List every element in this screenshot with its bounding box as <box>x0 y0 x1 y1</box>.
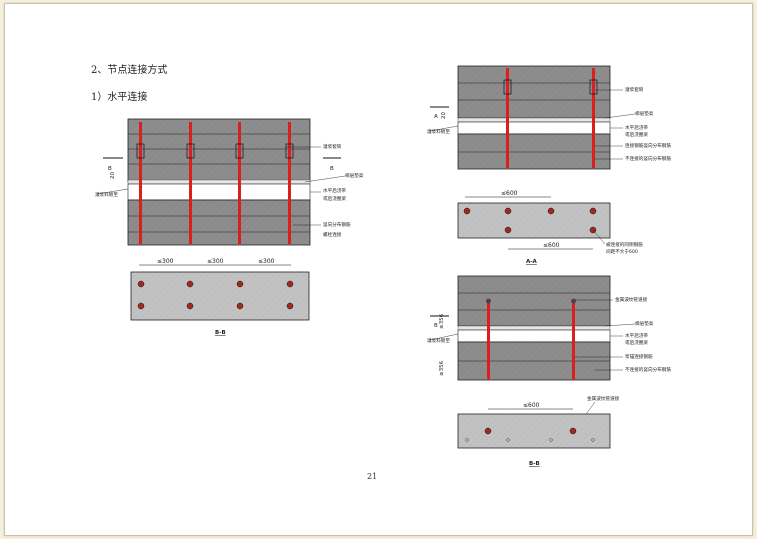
callout-seat: 梯层垫高 <box>635 110 654 117</box>
callout-rebar-1: 连接钢筋竖向分布钢筋 <box>625 142 671 149</box>
rebar <box>592 68 595 168</box>
rebar <box>572 300 575 380</box>
right-top-elevation-drawing: A 20 灌浆套筒 梯层垫高 灌浆料镀至 水平后浇带 或后浇圈梁 连接钢筋竖向分… <box>427 65 671 265</box>
section-title-bb: B-B <box>215 330 226 336</box>
callout-bolt: 螺栓连接 <box>323 231 342 238</box>
dim-20: 20 <box>441 112 447 119</box>
section-title-aa: A-A <box>526 259 538 265</box>
section-mark-right: B <box>330 166 334 172</box>
callout-duct: 金属波纹管道接 <box>615 296 648 303</box>
section-mark: A <box>434 114 438 120</box>
callout-sleeve: 灌浆套筒 <box>625 86 644 93</box>
dim-upper: ≥356 <box>439 313 445 329</box>
page-number: 21 <box>367 472 378 481</box>
callout-joint-2: 或后浇圈梁 <box>323 195 346 202</box>
document-page: 2、节点连接方式 1）水平连接 <box>4 3 753 536</box>
callout-joint-1: 水平后浇带 <box>323 187 346 194</box>
callout-joint-1: 水平后浇带 <box>625 124 648 131</box>
callout-joint-2: 或后浇圈梁 <box>625 339 648 346</box>
callout-rebar-1: 浆锚连接钢筋 <box>625 353 653 360</box>
callout-grout-tube: 灌浆料镀至 <box>95 191 118 198</box>
spacing-label: ≤600 <box>523 402 540 409</box>
spacing-label: ≤300 <box>258 258 275 265</box>
spacing-label: ≤600 <box>501 190 518 197</box>
callout-rebar-2: 不连接的竖向分布钢筋 <box>625 366 671 373</box>
callout-grout-tube: 灌浆料镀至 <box>427 128 450 135</box>
spacing-label: ≤300 <box>157 258 174 265</box>
rebar <box>238 122 241 244</box>
callout-sleeve: 灌浆套筒 <box>323 143 342 150</box>
section-title-bb: B-B <box>529 461 540 467</box>
rebar <box>487 300 490 380</box>
subsection-title: 1）水平连接 <box>91 92 148 103</box>
callout-plan-1: 被连接的同侧钢筋 <box>606 241 643 248</box>
section-mark: B <box>108 166 112 172</box>
callout-joint-1: 水平后浇带 <box>625 332 648 339</box>
callout-rebar: 竖向分布钢筋 <box>323 221 351 228</box>
callout-plan-2: 间距不大于600 <box>606 248 638 255</box>
section-title: 2、节点连接方式 <box>91 65 168 76</box>
dim-20: 20 <box>110 172 116 179</box>
rebar <box>139 122 142 244</box>
callout-grout-tube: 灌浆料镀至 <box>427 337 450 344</box>
rebar <box>189 122 192 244</box>
right-bottom-elevation-drawing: B ≥356 ≥356 金属波纹管道接 梯层垫高 灌浆料镀至 水平后浇带 或后浇… <box>427 275 671 467</box>
dim-lower: ≥356 <box>439 360 445 376</box>
spacing-label: ≤600 <box>543 242 560 249</box>
callout-seat: 梯层垫高 <box>635 320 654 327</box>
callout-seat: 梯层垫高 <box>345 172 364 179</box>
left-elevation-drawing: B B 20 灌浆套筒 梯层垫高 灌浆料镀至 水平后浇带 或后浇圈梁 竖向分布钢… <box>95 118 364 336</box>
callout-plan: 金属波纹管道接 <box>587 395 620 402</box>
callout-joint-2: 或后浇圈梁 <box>625 131 648 138</box>
section-mark: B <box>434 323 438 329</box>
spacing-label: ≤300 <box>207 258 224 265</box>
rebar <box>288 122 291 244</box>
rebar <box>506 68 509 168</box>
callout-rebar-2: 不连接的竖向分布钢筋 <box>625 155 671 162</box>
